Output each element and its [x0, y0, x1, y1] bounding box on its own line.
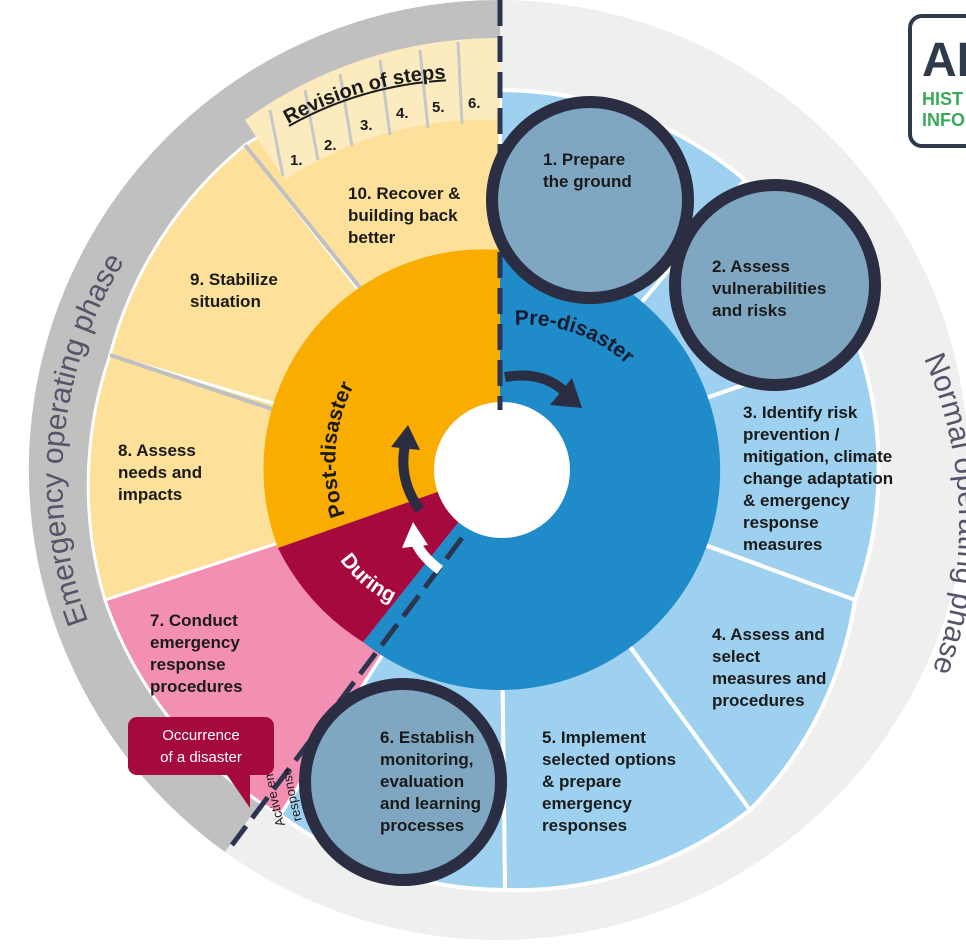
step-label-1-line-2: the ground — [543, 172, 632, 191]
highlight-circle-step-1 — [486, 96, 694, 304]
step-labels: 1. Prepare the ground 2. Assess vulnerabili… — [118, 150, 893, 835]
step-label-3-line-3: mitigation, climate — [743, 447, 892, 466]
arrow-during-head — [402, 522, 428, 548]
step-label-7-line-2: emergency — [150, 633, 240, 652]
step-label-1-line-1: 1. Prepare — [543, 150, 625, 169]
step-label-2-line-1: 2. Assess — [712, 257, 790, 276]
step-label-4-line-2: select — [712, 647, 761, 666]
step-label-6-line-1: 6. Establish — [380, 728, 474, 747]
step-label-2-line-2: vulnerabilities — [712, 279, 826, 298]
logo-letters: AI — [922, 34, 966, 87]
inner-hole — [434, 402, 570, 538]
step-label-3-line-6: response — [743, 513, 819, 532]
step-label-5-line-3: & prepare — [542, 772, 621, 791]
step-label-6-line-3: evaluation — [380, 772, 464, 791]
step-label-3-line-5: & emergency — [743, 491, 850, 510]
step-label-3-line-7: measures — [743, 535, 822, 554]
step-label-5-line-4: emergency — [542, 794, 632, 813]
revision-step-1: 1. — [290, 152, 303, 169]
step-label-7-line-3: response — [150, 655, 226, 674]
step-label-7-line-4: procedures — [150, 677, 243, 696]
revision-step-6: 6. — [468, 95, 481, 112]
step-label-9-line-1: 9. Stabilize — [190, 270, 278, 289]
revision-dividers — [268, 41, 464, 177]
step-label-5-line-5: responses — [542, 816, 627, 835]
divider-bottom-dashed — [229, 536, 465, 847]
step-label-5-line-1: 5. Implement — [542, 728, 646, 747]
step-label-9-line-2: situation — [190, 292, 261, 311]
callout-occurrence: Occurrence of a disaster — [128, 717, 274, 808]
step-label-7-line-1: 7. Conduct — [150, 611, 238, 630]
step-label-8-line-2: needs and — [118, 463, 202, 482]
revision-step-3: 3. — [360, 117, 373, 134]
step-label-2-line-3: and risks — [712, 301, 787, 320]
step-label-8-line-1: 8. Assess — [118, 441, 196, 460]
revision-step-5: 5. — [432, 99, 445, 116]
revision-band — [245, 37, 500, 180]
revision-step-4: 4. — [396, 105, 409, 122]
callout-line-1: Occurrence — [162, 727, 240, 744]
inner-during — [278, 470, 500, 642]
callout-line-2: of a disaster — [160, 749, 242, 766]
step-label-8-line-3: impacts — [118, 485, 182, 504]
step-label-6-line-2: monitoring, — [380, 750, 473, 769]
step-label-10-line-1: 10. Recover & — [348, 184, 460, 203]
arrow-pre-disaster-head — [550, 378, 582, 408]
step-label-4-line-3: measures and — [712, 669, 826, 688]
step-label-10-line-3: better — [348, 228, 396, 247]
step-label-3-line-2: prevention / — [743, 425, 840, 444]
arrow-post-disaster — [398, 444, 425, 513]
logo-line-2: INFO — [922, 110, 965, 130]
step-label-4-line-1: 4. Assess and — [712, 625, 825, 644]
logo-line-1: HIST — [922, 89, 963, 109]
step-label-4-line-4: procedures — [712, 691, 805, 710]
step-label-3-line-1: 3. Identify risk — [743, 403, 858, 422]
step-label-6-line-4: and learning — [380, 794, 481, 813]
sector-dividers — [109, 143, 372, 412]
logo: AI HIST INFO — [908, 14, 966, 148]
step-label-3-line-4: change adaptation — [743, 469, 893, 488]
revision-step-2: 2. — [324, 137, 337, 154]
highlight-circle-step-2 — [669, 179, 881, 391]
highlight-circle-step-6 — [299, 678, 507, 886]
arrow-post-disaster-head — [391, 425, 420, 450]
step-label-10-line-2: building back — [348, 206, 458, 225]
step-label-6-line-5: processes — [380, 816, 464, 835]
step-label-5-line-2: selected options — [542, 750, 676, 769]
